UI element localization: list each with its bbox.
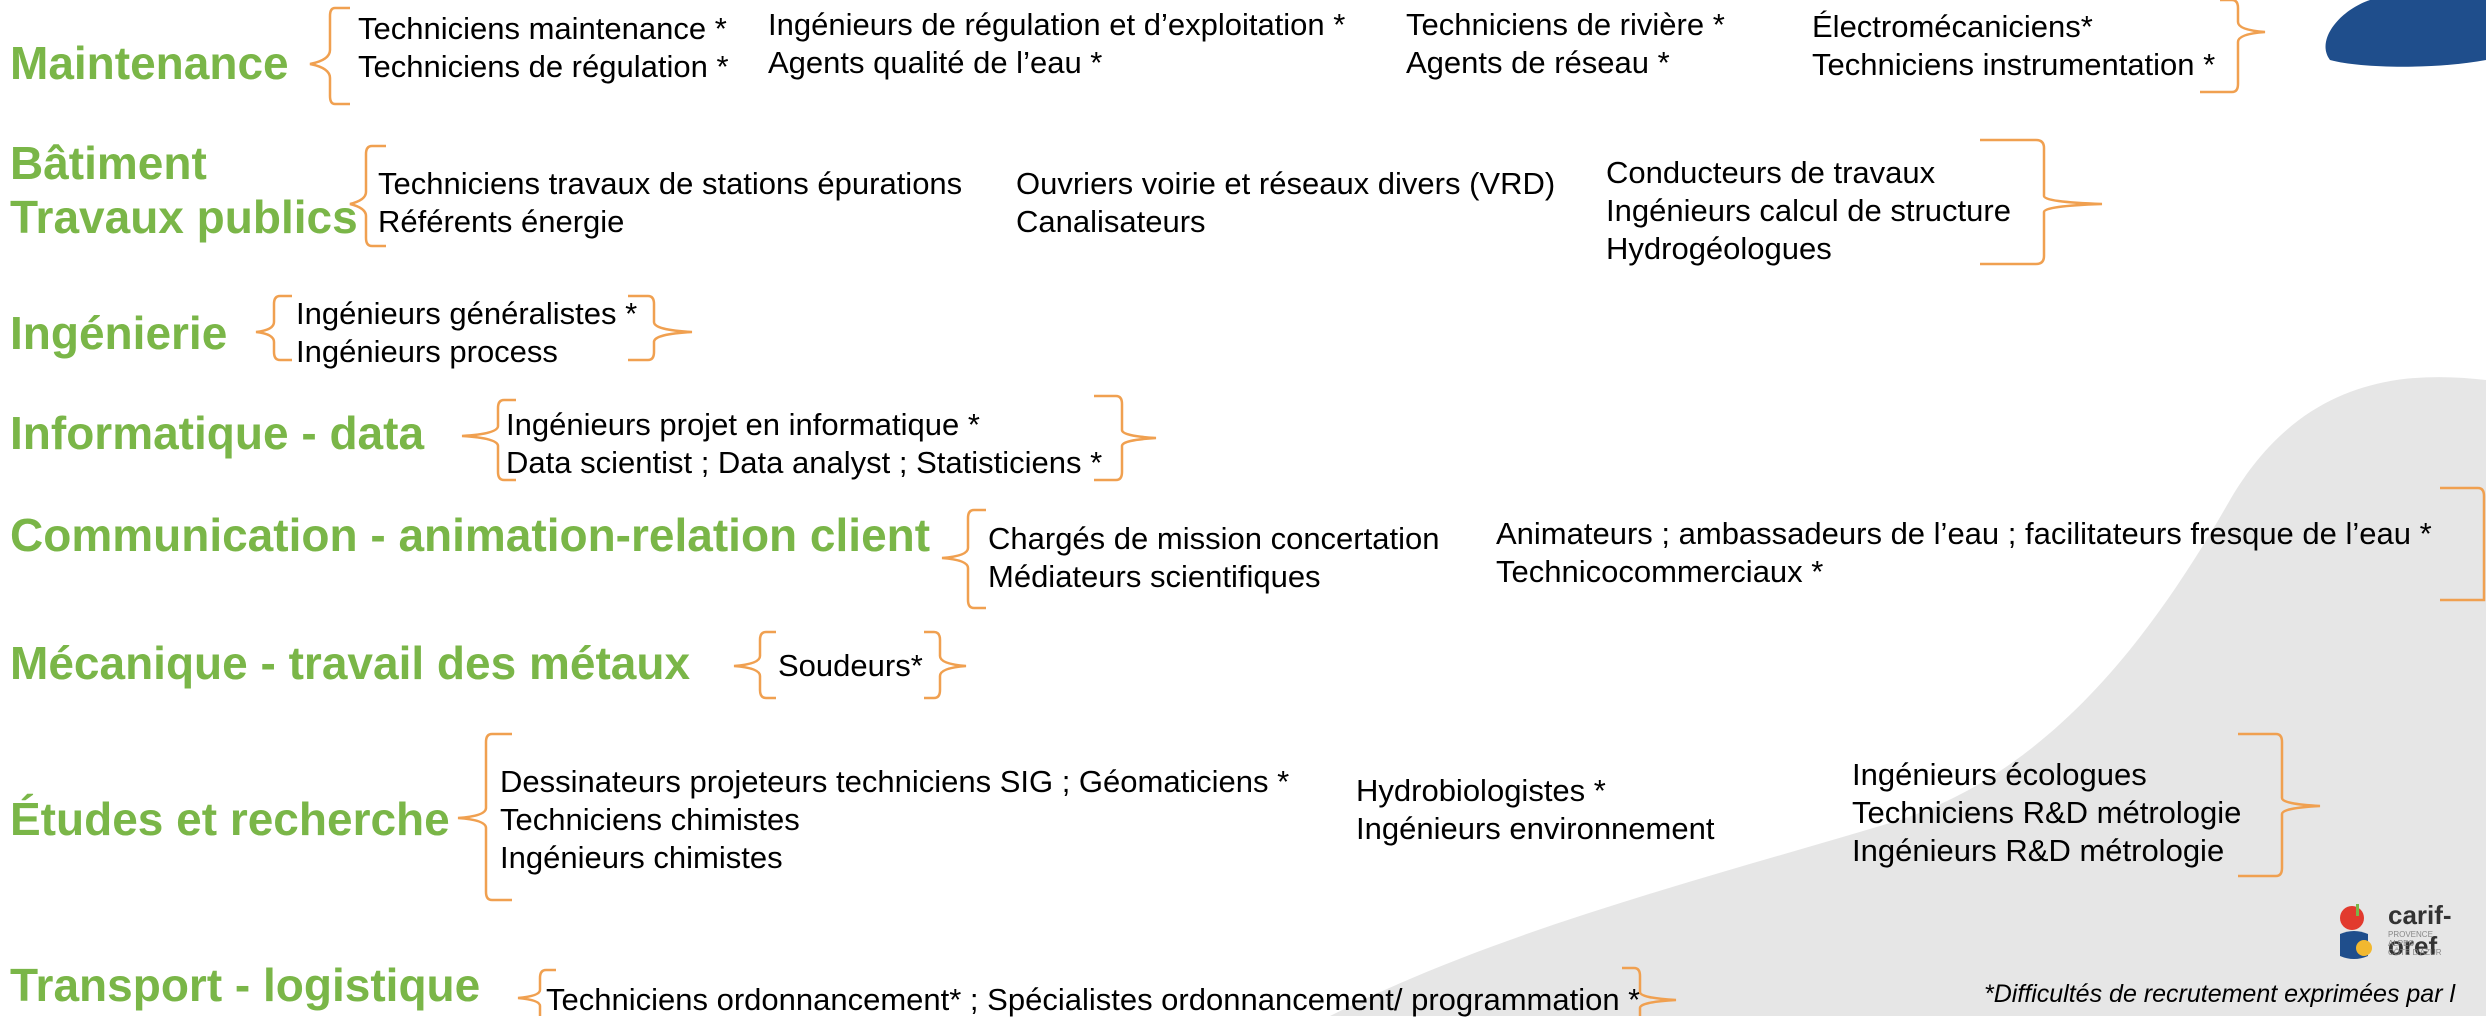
logo-sub-line: PROVENCE xyxy=(2388,930,2433,939)
category-travaux-publics: Travaux publics xyxy=(10,191,358,243)
logo-sub-line: ALPES xyxy=(2388,939,2414,948)
category-communication: Communication - animation-relation clien… xyxy=(10,509,931,561)
job-item: Chargés de mission concertation xyxy=(988,521,1440,556)
job-group: Hydrobiologistes * Ingénieurs environnem… xyxy=(1356,772,1714,848)
job-group: Ouvriers voirie et réseaux divers (VRD) … xyxy=(1016,165,1555,241)
job-group: Conducteurs de travaux Ingénieurs calcul… xyxy=(1606,154,2011,268)
job-group: Techniciens maintenance * Techniciens de… xyxy=(358,10,729,86)
job-item: Ingénieurs chimistes xyxy=(500,840,783,875)
job-item: Conducteurs de travaux xyxy=(1606,155,1936,190)
job-group: Électromécaniciens* Techniciens instrume… xyxy=(1812,8,2215,84)
job-item: Médiateurs scientifiques xyxy=(988,559,1321,594)
job-item: Ingénieurs projet en informatique * xyxy=(506,407,980,442)
job-item: Techniciens R&D métrologie xyxy=(1852,795,2242,830)
job-item: Ingénieurs R&D métrologie xyxy=(1852,833,2225,868)
job-group: Ingénieurs généralistes * Ingénieurs pro… xyxy=(296,295,637,371)
job-group: Techniciens travaux de stations épuratio… xyxy=(378,165,962,241)
job-item: Techniciens travaux de stations épuratio… xyxy=(378,166,963,201)
job-item: Agents qualité de l’eau * xyxy=(768,45,1103,80)
category-maintenance: Maintenance xyxy=(10,37,289,89)
logo-sub-line: CÔTE D'AZUR xyxy=(2388,948,2442,957)
job-item: Ingénieurs calcul de structure xyxy=(1606,193,2011,228)
category-mecanique: Mécanique - travail des métaux xyxy=(10,637,691,689)
job-item: Électromécaniciens* xyxy=(1812,9,2093,44)
job-item: Techniciens de régulation * xyxy=(358,49,729,84)
logo-name: carif-oref xyxy=(2388,900,2452,961)
job-item: Agents de réseau * xyxy=(1406,45,1670,80)
job-item: Soudeurs* xyxy=(778,648,923,683)
category-transport-logistique: Transport - logistique xyxy=(10,959,481,1011)
grey-decorative-shape xyxy=(1330,377,2486,1016)
job-item: Techniciens chimistes xyxy=(500,802,800,837)
job-group: Ingénieurs projet en informatique * Data… xyxy=(506,406,1102,482)
job-item: Ouvriers voirie et réseaux divers (VRD) xyxy=(1016,166,1556,201)
job-group: Soudeurs* xyxy=(778,647,923,685)
category-ingenierie: Ingénierie xyxy=(10,307,228,359)
job-group: Dessinateurs projeteurs techniciens SIG … xyxy=(500,763,1289,877)
job-item: Ingénieurs généralistes * xyxy=(296,296,638,331)
job-item: Techniciens maintenance * xyxy=(358,11,727,46)
job-item: Canalisateurs xyxy=(1016,204,1206,239)
blue-decorative-shape xyxy=(2325,0,2486,67)
job-item: Data scientist ; Data analyst ; Statisti… xyxy=(506,445,1103,480)
job-item: Ingénieurs environnement xyxy=(1356,811,1715,846)
job-item: Techniciens de rivière * xyxy=(1406,7,1725,42)
job-item: Techniciens ordonnancement* ; Spécialist… xyxy=(546,982,1641,1017)
job-group: Ingénieurs écologues Techniciens R&D mét… xyxy=(1852,756,2241,870)
job-item: Animateurs ; ambassadeurs de l’eau ; fac… xyxy=(1496,516,2432,551)
job-item: Ingénieurs de régulation et d’exploitati… xyxy=(768,7,1346,42)
job-group: Chargés de mission concertation Médiateu… xyxy=(988,520,1439,596)
job-group: Ingénieurs de régulation et d’exploitati… xyxy=(768,6,1345,82)
job-group: Techniciens de rivière * Agents de résea… xyxy=(1406,6,1725,82)
job-item: Hydrobiologistes * xyxy=(1356,773,1606,808)
job-item: Techniciens instrumentation * xyxy=(1812,47,2216,82)
job-item: Hydrogéologues xyxy=(1606,231,1832,266)
carif-oref-logo-icon xyxy=(2340,904,2372,959)
job-item: Ingénieurs process xyxy=(296,334,558,369)
job-item: Référents énergie xyxy=(378,204,625,239)
job-item: Ingénieurs écologues xyxy=(1852,757,2147,792)
footnote: *Difficultés de recrutement exprimées pa… xyxy=(1984,980,2456,1008)
job-group: Animateurs ; ambassadeurs de l’eau ; fac… xyxy=(1496,515,2432,591)
category-batiment: Bâtiment xyxy=(10,137,207,189)
job-item: Technicocommerciaux * xyxy=(1496,554,1824,589)
logo-subtitle: PROVENCE ALPES CÔTE D'AZUR xyxy=(2388,930,2458,957)
category-etudes-recherche: Études et recherche xyxy=(10,793,450,845)
category-informatique-data: Informatique - data xyxy=(10,407,425,459)
job-item: Dessinateurs projeteurs techniciens SIG … xyxy=(500,764,1290,799)
job-group: Techniciens ordonnancement* ; Spécialist… xyxy=(546,981,1640,1019)
